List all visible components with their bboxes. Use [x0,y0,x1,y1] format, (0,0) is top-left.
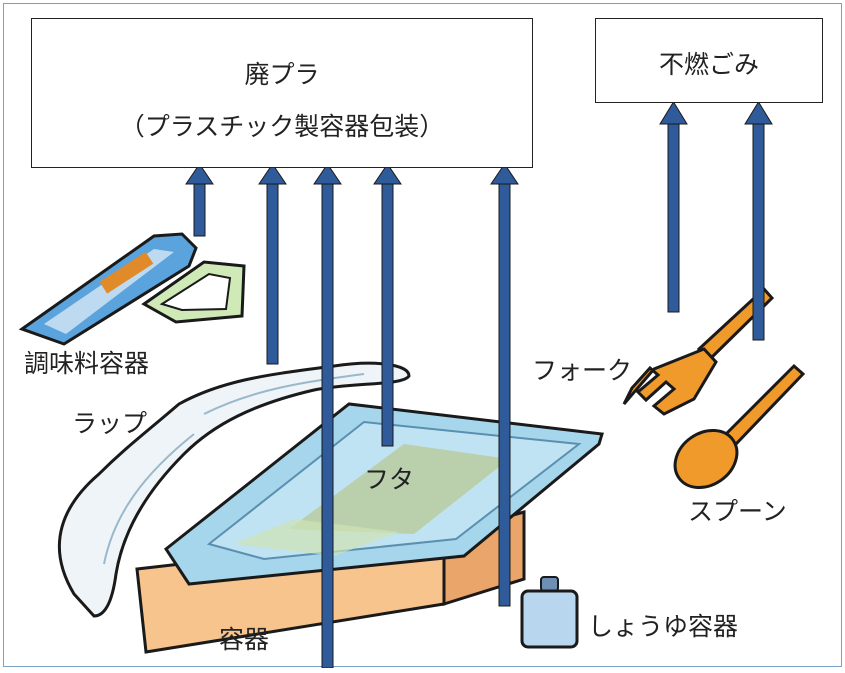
plastic-category-subtitle: （プラスチック製容器包装） [119,112,445,141]
wrap-label: ラップ [72,409,148,438]
non-combustible-category-title: 不燃ごみ [658,50,759,79]
arrow-soy-sauce-to-plastic [490,163,519,607]
spoon-label: スプーン [688,497,787,526]
fork-label: フォーク [532,356,633,385]
diagram-frame: 廃プラ （プラスチック製容器包装） 不燃ごみ 調味料容器 ラップ フタ 容器 し… [3,3,842,668]
arrow-lid-to-plastic [373,163,402,447]
arrow-spoon-to-non-combustible [744,101,773,341]
fork-image [622,286,775,416]
arrows-to-plastic [185,163,519,668]
arrow-fork-to-non-combustible [659,101,688,313]
arrow-condiment-to-plastic [185,163,214,237]
condiment-container-label: 調味料容器 [24,349,150,378]
arrow-wrap-to-plastic [258,163,287,365]
lid-label: フタ [364,465,415,494]
arrow-container-to-plastic [313,163,342,668]
plastic-category-title: 廃プラ [244,60,320,89]
spoon-image [673,363,806,489]
plastic-packaging-category-box: 廃プラ （プラスチック製容器包装） [31,18,533,168]
non-combustible-category-box: 不燃ごみ [595,18,823,103]
soy-sauce-bottle-image [520,576,579,649]
arrows-to-non-combustible [659,101,773,341]
illustration [18,101,806,668]
wrap-film-image [57,361,411,618]
condiment-packet-image [18,232,246,346]
container-label: 容器 [219,625,270,654]
soy-sauce-container-label: しょうゆ容器 [588,612,739,641]
lid-image [163,402,604,586]
